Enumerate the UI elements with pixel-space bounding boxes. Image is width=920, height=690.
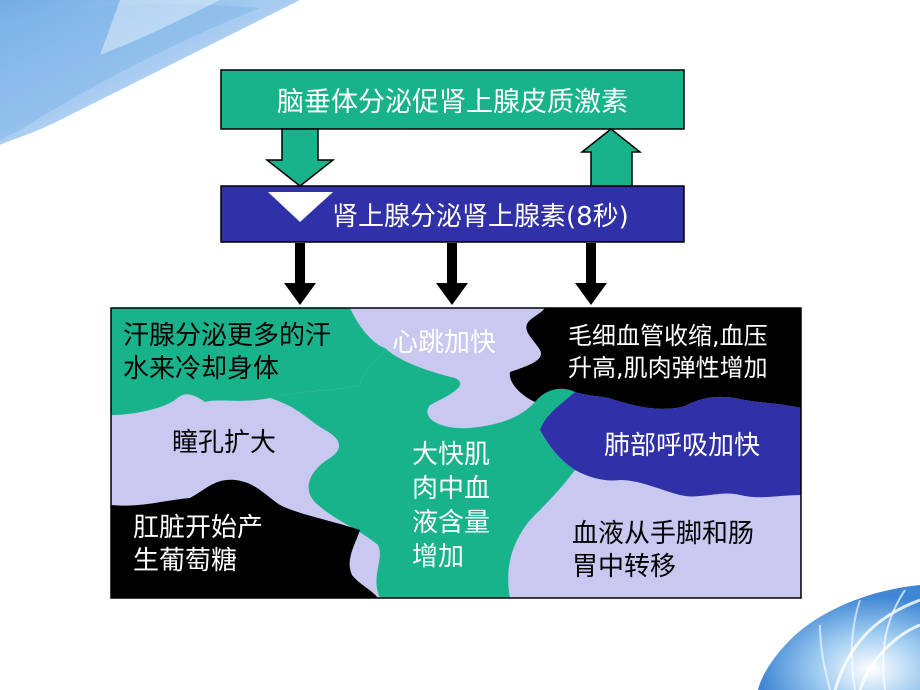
corner-petal-decoration-top-left xyxy=(0,0,300,145)
top-box xyxy=(220,69,685,130)
label-blood-transfer: 血液从手脚和肠 胃中转移 xyxy=(572,519,755,582)
puzzle-piece-liver xyxy=(111,479,378,598)
label-sweat: 汗腺分泌更多的汗 水来冷却身体 xyxy=(123,321,332,384)
puzzle-piece-sweat xyxy=(111,308,385,415)
down-arrow-black-2-icon xyxy=(436,243,468,305)
middle-box-label: 肾上腺分泌肾上腺素(8秒) xyxy=(332,201,629,232)
flower-decoration-bottom-right xyxy=(758,585,920,690)
puzzle-piece-capillary xyxy=(509,308,801,409)
label-lung: 肺部呼吸加快 xyxy=(604,431,761,461)
label-muscle-blood: 大快肌 肉中血 液含量 增加 xyxy=(412,440,491,572)
label-heartbeat: 心跳加快 xyxy=(392,328,497,358)
down-arrow-black-1-icon xyxy=(284,243,316,305)
label-capillary: 毛细血管收缩,血压 升高,肌肉弹性增加 xyxy=(568,322,768,382)
puzzle-piece-muscle-blood xyxy=(270,348,575,598)
label-pupil: 瞳孔扩大 xyxy=(172,428,277,458)
label-liver: 肛脏开始产 生葡萄糖 xyxy=(133,513,264,576)
puzzle-panel xyxy=(111,308,801,598)
puzzle-piece-lung xyxy=(540,392,801,498)
top-box-label: 脑垂体分泌促肾上腺皮质激素 xyxy=(277,87,628,118)
down-arrow-black-3-icon xyxy=(575,243,607,305)
down-arrow-white-icon xyxy=(268,192,333,222)
down-arrow-green-icon xyxy=(264,128,336,187)
puzzle-panel-border xyxy=(110,307,802,599)
up-arrow-green-icon xyxy=(579,128,643,187)
